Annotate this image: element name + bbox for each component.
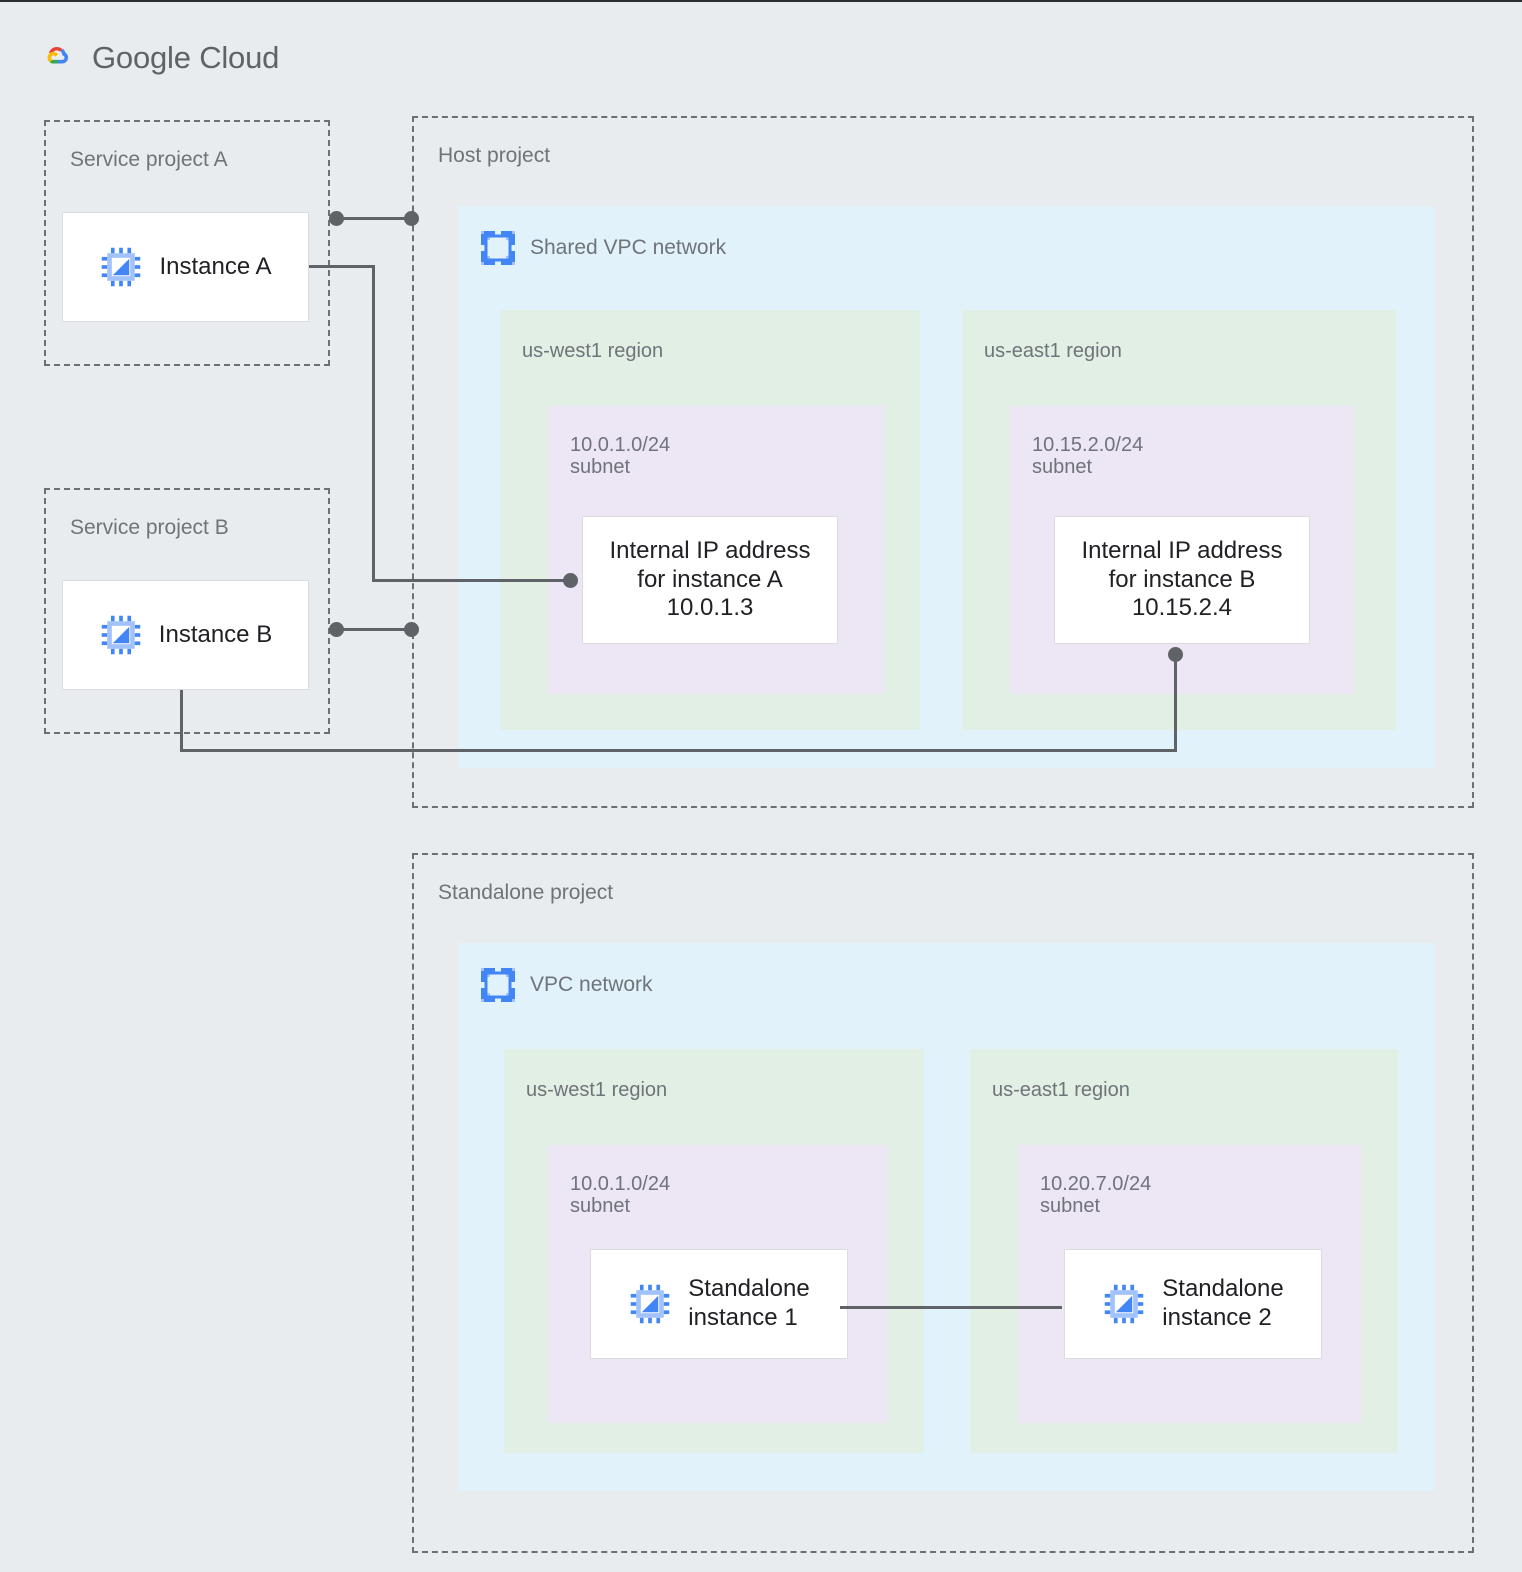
host-subnet-10-0-1-0-24-label: 10.0.1.0/24 subnet <box>570 434 671 478</box>
standalone-region-us-west1-label: us-west1 region <box>526 1079 668 1101</box>
host-subnet-10-15-2-0-24-label: 10.15.2.0/24 subnet <box>1032 434 1144 478</box>
host-region-us-west1-label: us-west1 region <box>522 340 664 362</box>
compute-instance-icon <box>102 247 141 287</box>
connector-instance-b-to-host-project <box>336 628 414 631</box>
standalone-instance-2-label: Standalone instance 2 <box>1162 1275 1284 1331</box>
connector-b-seg1 <box>180 690 183 752</box>
standalone-vpc-network: VPC network us-west1 region 10.0.1.0/24 … <box>458 943 1434 1491</box>
connector-a-seg1 <box>309 265 375 268</box>
standalone-instance-2-node[interactable]: Standalone instance 2 <box>1064 1249 1322 1359</box>
host-subnet-10-15-2-0-24: 10.15.2.0/24 subnet Internal IP address … <box>1010 406 1354 694</box>
connector-a-seg3 <box>372 579 571 582</box>
connector-b-seg3 <box>1174 654 1177 750</box>
standalone-region-us-west1: us-west1 region 10.0.1.0/24 subnet <box>504 1049 924 1453</box>
service-project-b-label: Service project B <box>70 516 229 539</box>
shared-vpc-network-label: Shared VPC network <box>530 236 727 259</box>
instance-b-label: Instance B <box>158 620 273 648</box>
host-subnet-10-0-1-0-24: 10.0.1.0/24 subnet Internal IP address f… <box>548 406 884 694</box>
connector-dot-instance-b-right <box>404 622 419 637</box>
instance-b-node[interactable]: Instance B <box>62 580 309 690</box>
standalone-instance-1-node[interactable]: Standalone instance 1 <box>590 1249 848 1359</box>
standalone-project: Standalone project <box>412 853 1474 1553</box>
connector-dot-instance-a-left <box>329 211 344 226</box>
standalone-project-label: Standalone project <box>438 881 614 904</box>
internal-ip-instance-b-label: Internal IP address for instance B 10.15… <box>1081 536 1283 622</box>
connector-instance-a-to-host-project <box>336 217 414 220</box>
standalone-region-us-east1-label: us-east1 region <box>992 1079 1130 1101</box>
standalone-vpc-network-header: VPC network <box>480 967 653 1003</box>
internal-ip-instance-a-node[interactable]: Internal IP address for instance A 10.0.… <box>582 516 838 644</box>
shared-vpc-network-header: Shared VPC network <box>480 230 726 266</box>
brand-word-cloud: Cloud <box>199 40 280 75</box>
host-project-label: Host project <box>438 144 551 167</box>
connector-a-seg2 <box>372 265 375 582</box>
compute-instance-icon <box>1105 1284 1144 1324</box>
standalone-subnet-10-20-7-0-24-label: 10.20.7.0/24 subnet <box>1040 1173 1152 1217</box>
connector-dot-internal-ip-a <box>563 573 578 588</box>
connector-dot-internal-ip-b <box>1168 647 1183 662</box>
vpc-network-icon <box>481 968 515 1002</box>
connector-standalone-1-to-2 <box>840 1306 1062 1309</box>
compute-instance-icon <box>631 1284 670 1324</box>
standalone-vpc-network-label: VPC network <box>530 973 653 996</box>
brand-word-google: Google <box>92 40 191 75</box>
host-region-us-east1: us-east1 region 10.15.2.0/24 subnet Inte… <box>962 310 1396 730</box>
instance-a-label: Instance A <box>159 252 272 280</box>
host-region-us-east1-label: us-east1 region <box>984 340 1122 362</box>
instance-a-node[interactable]: Instance A <box>62 212 309 322</box>
host-project: Host project <box>412 116 1474 808</box>
internal-ip-instance-b-node[interactable]: Internal IP address for instance B 10.15… <box>1054 516 1310 644</box>
vpc-network-icon <box>481 231 515 265</box>
shared-vpc-network: Shared VPC network us-west1 region 10.0.… <box>458 206 1434 768</box>
standalone-instance-1-label: Standalone instance 1 <box>688 1275 810 1331</box>
google-cloud-logo-icon <box>47 47 69 64</box>
standalone-subnet-10-0-1-0-24: 10.0.1.0/24 subnet Standalone inst <box>548 1145 888 1423</box>
service-project-a: Service project A <box>44 120 330 366</box>
google-cloud-logo: Google Cloud <box>34 40 279 76</box>
standalone-region-us-east1: us-east1 region 10.20.7.0/24 subnet <box>970 1049 1398 1453</box>
connector-b-seg2 <box>180 749 1177 752</box>
standalone-subnet-10-0-1-0-24-label: 10.0.1.0/24 subnet <box>570 1173 671 1217</box>
standalone-subnet-10-20-7-0-24: 10.20.7.0/24 subnet Standalone ins <box>1018 1145 1362 1423</box>
service-project-b: Service project B <box>44 488 330 734</box>
connector-dot-instance-a-right <box>404 211 419 226</box>
google-cloud-wordmark: Google Cloud <box>92 40 279 76</box>
connector-dot-instance-b-left <box>329 622 344 637</box>
internal-ip-instance-a-label: Internal IP address for instance A 10.0.… <box>609 536 811 622</box>
compute-instance-icon <box>101 615 141 655</box>
service-project-a-label: Service project A <box>70 148 228 171</box>
host-region-us-west1: us-west1 region 10.0.1.0/24 subnet Inter… <box>500 310 920 730</box>
